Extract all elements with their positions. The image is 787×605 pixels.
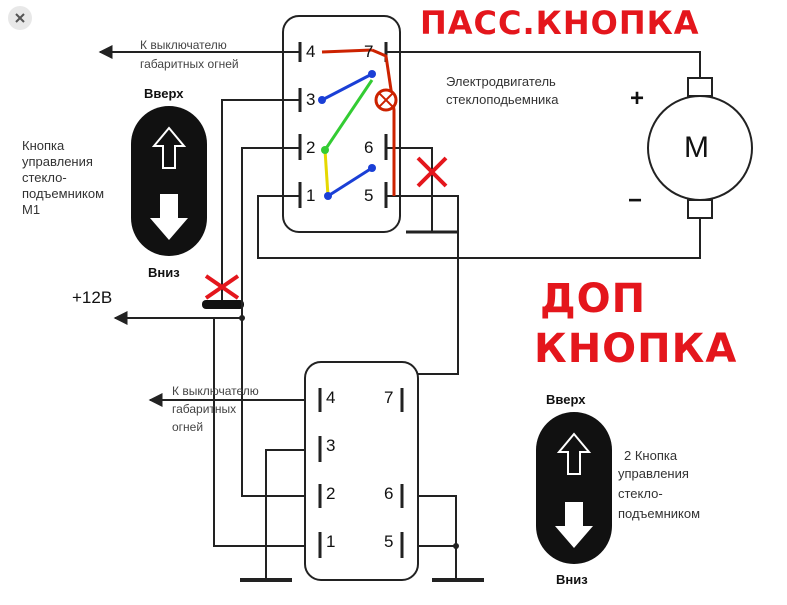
bottom-rocker-button[interactable] [536,412,612,564]
top-down-label: Вниз [148,265,180,280]
bottom-switch-body [304,361,419,581]
motor-minus: − [628,187,643,214]
bottom-pin-6: 6 [384,484,394,503]
insulation-tape [202,300,244,309]
top-pin-6: 6 [364,138,374,157]
top-pin-2: 2 [306,138,316,157]
bottom-pin-5: 5 [384,532,394,551]
bottom-title-line3: стекло- [618,486,663,501]
motor-title-line1: Электродвигатель [446,74,556,89]
bottom-parking-label-line3: огней [172,420,204,434]
bottom-down-label: Вниз [556,572,588,587]
junction-bottom [453,543,459,549]
bottom-switch-contacts [318,388,404,558]
top-title-line2: управления [22,154,93,169]
power-label: +12В [72,288,113,307]
extra-button-note-line1: ДОП [540,276,647,322]
bottom-pin-4: 4 [326,388,336,407]
top-parking-label-line2: габаритных огней [140,57,239,71]
top-pin-4: 4 [306,42,316,61]
bottom-title-line1: 2 Кнопка [624,448,678,463]
bottom-pin-3: 3 [326,436,336,455]
junction-top [239,315,245,321]
top-wires [98,45,701,375]
motor-title-line2: стеклоподьемника [446,92,559,107]
motor [647,77,753,219]
bottom-title-line4: подъемником [618,506,701,521]
bottom-pin-1: 1 [326,532,336,551]
bottom-parking-label-line1: К выключателю [172,384,259,398]
close-x-glyph [15,13,25,23]
bottom-pin-2: 2 [326,484,336,503]
top-title-line5: M1 [22,202,41,217]
bottom-parking-label-line2: габаритных [172,402,237,416]
top-pin-3: 3 [306,90,316,109]
modified-wiring [318,48,398,200]
top-title-line1: Кнопка [22,138,65,153]
power-wires [113,300,484,582]
bottom-up-label: Вверх [546,392,586,407]
top-title-line3: стекло- [22,170,67,185]
motor-plus: + [630,85,645,112]
top-rocker-button[interactable] [131,106,207,256]
bottom-pin-7: 7 [384,388,394,407]
top-parking-label-line1: К выключателю [140,38,227,52]
top-pin-7: 7 [364,42,374,61]
cut-marks [204,156,448,300]
top-title-line4: подъемником [22,186,105,201]
close-icon[interactable] [8,6,32,30]
bottom-title-line2: управления [618,466,689,481]
top-pin-5: 5 [364,186,374,205]
top-pin-1: 1 [306,186,316,205]
motor-letter: M [684,131,709,164]
extra-button-note-line2: КНОПКА [534,326,738,372]
pass-button-note: ПАСС.КНОПКА [420,4,700,42]
top-up-label: Вверх [144,86,184,101]
